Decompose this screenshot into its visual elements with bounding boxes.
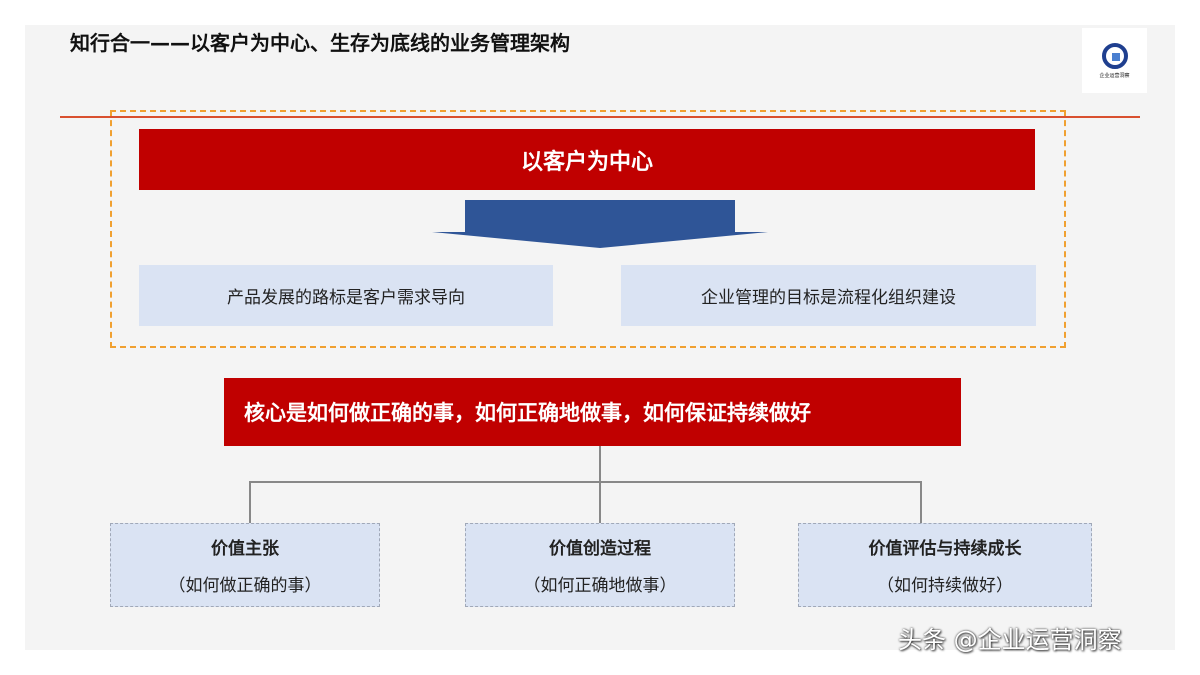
logo: 企业运营洞察 bbox=[1082, 28, 1147, 93]
pillar-value-assessment: 价值评估与持续成长 （如何持续做好） bbox=[798, 523, 1092, 607]
connector-line bbox=[920, 481, 922, 523]
pillar-subtitle: （如何持续做好） bbox=[877, 576, 1013, 596]
pillar-subtitle: （如何做正确的事） bbox=[168, 576, 322, 596]
page-title: 知行合一——以客户为中心、生存为底线的业务管理架构 bbox=[70, 31, 570, 55]
connector-line bbox=[249, 481, 922, 483]
pillar-subtitle: （如何正确地做事） bbox=[523, 576, 677, 596]
watermark: 头条 @企业运营洞察 bbox=[898, 626, 1122, 654]
connector-line bbox=[599, 446, 601, 482]
pillar-value-proposition: 价值主张 （如何做正确的事） bbox=[110, 523, 380, 607]
core-banner: 核心是如何做正确的事，如何正确地做事，如何保证持续做好 bbox=[224, 378, 961, 446]
dashed-group-box bbox=[110, 110, 1066, 348]
customer-center-banner: 以客户为中心 bbox=[139, 129, 1035, 190]
pillar-value-creation: 价值创造过程 （如何正确地做事） bbox=[465, 523, 735, 607]
pillar-title: 价值主张 bbox=[211, 539, 279, 559]
sub-item-management: 企业管理的目标是流程化组织建设 bbox=[621, 265, 1036, 326]
pillar-title: 价值评估与持续成长 bbox=[868, 539, 1022, 559]
connector-line bbox=[599, 481, 601, 523]
connector-line bbox=[249, 481, 251, 523]
divider-line bbox=[60, 116, 1140, 118]
pillar-title: 价值创造过程 bbox=[549, 539, 651, 559]
sub-item-product: 产品发展的路标是客户需求导向 bbox=[139, 265, 553, 326]
logo-text: 企业运营洞察 bbox=[1099, 72, 1130, 79]
logo-icon bbox=[1101, 42, 1128, 69]
down-arrow-icon bbox=[432, 200, 768, 248]
